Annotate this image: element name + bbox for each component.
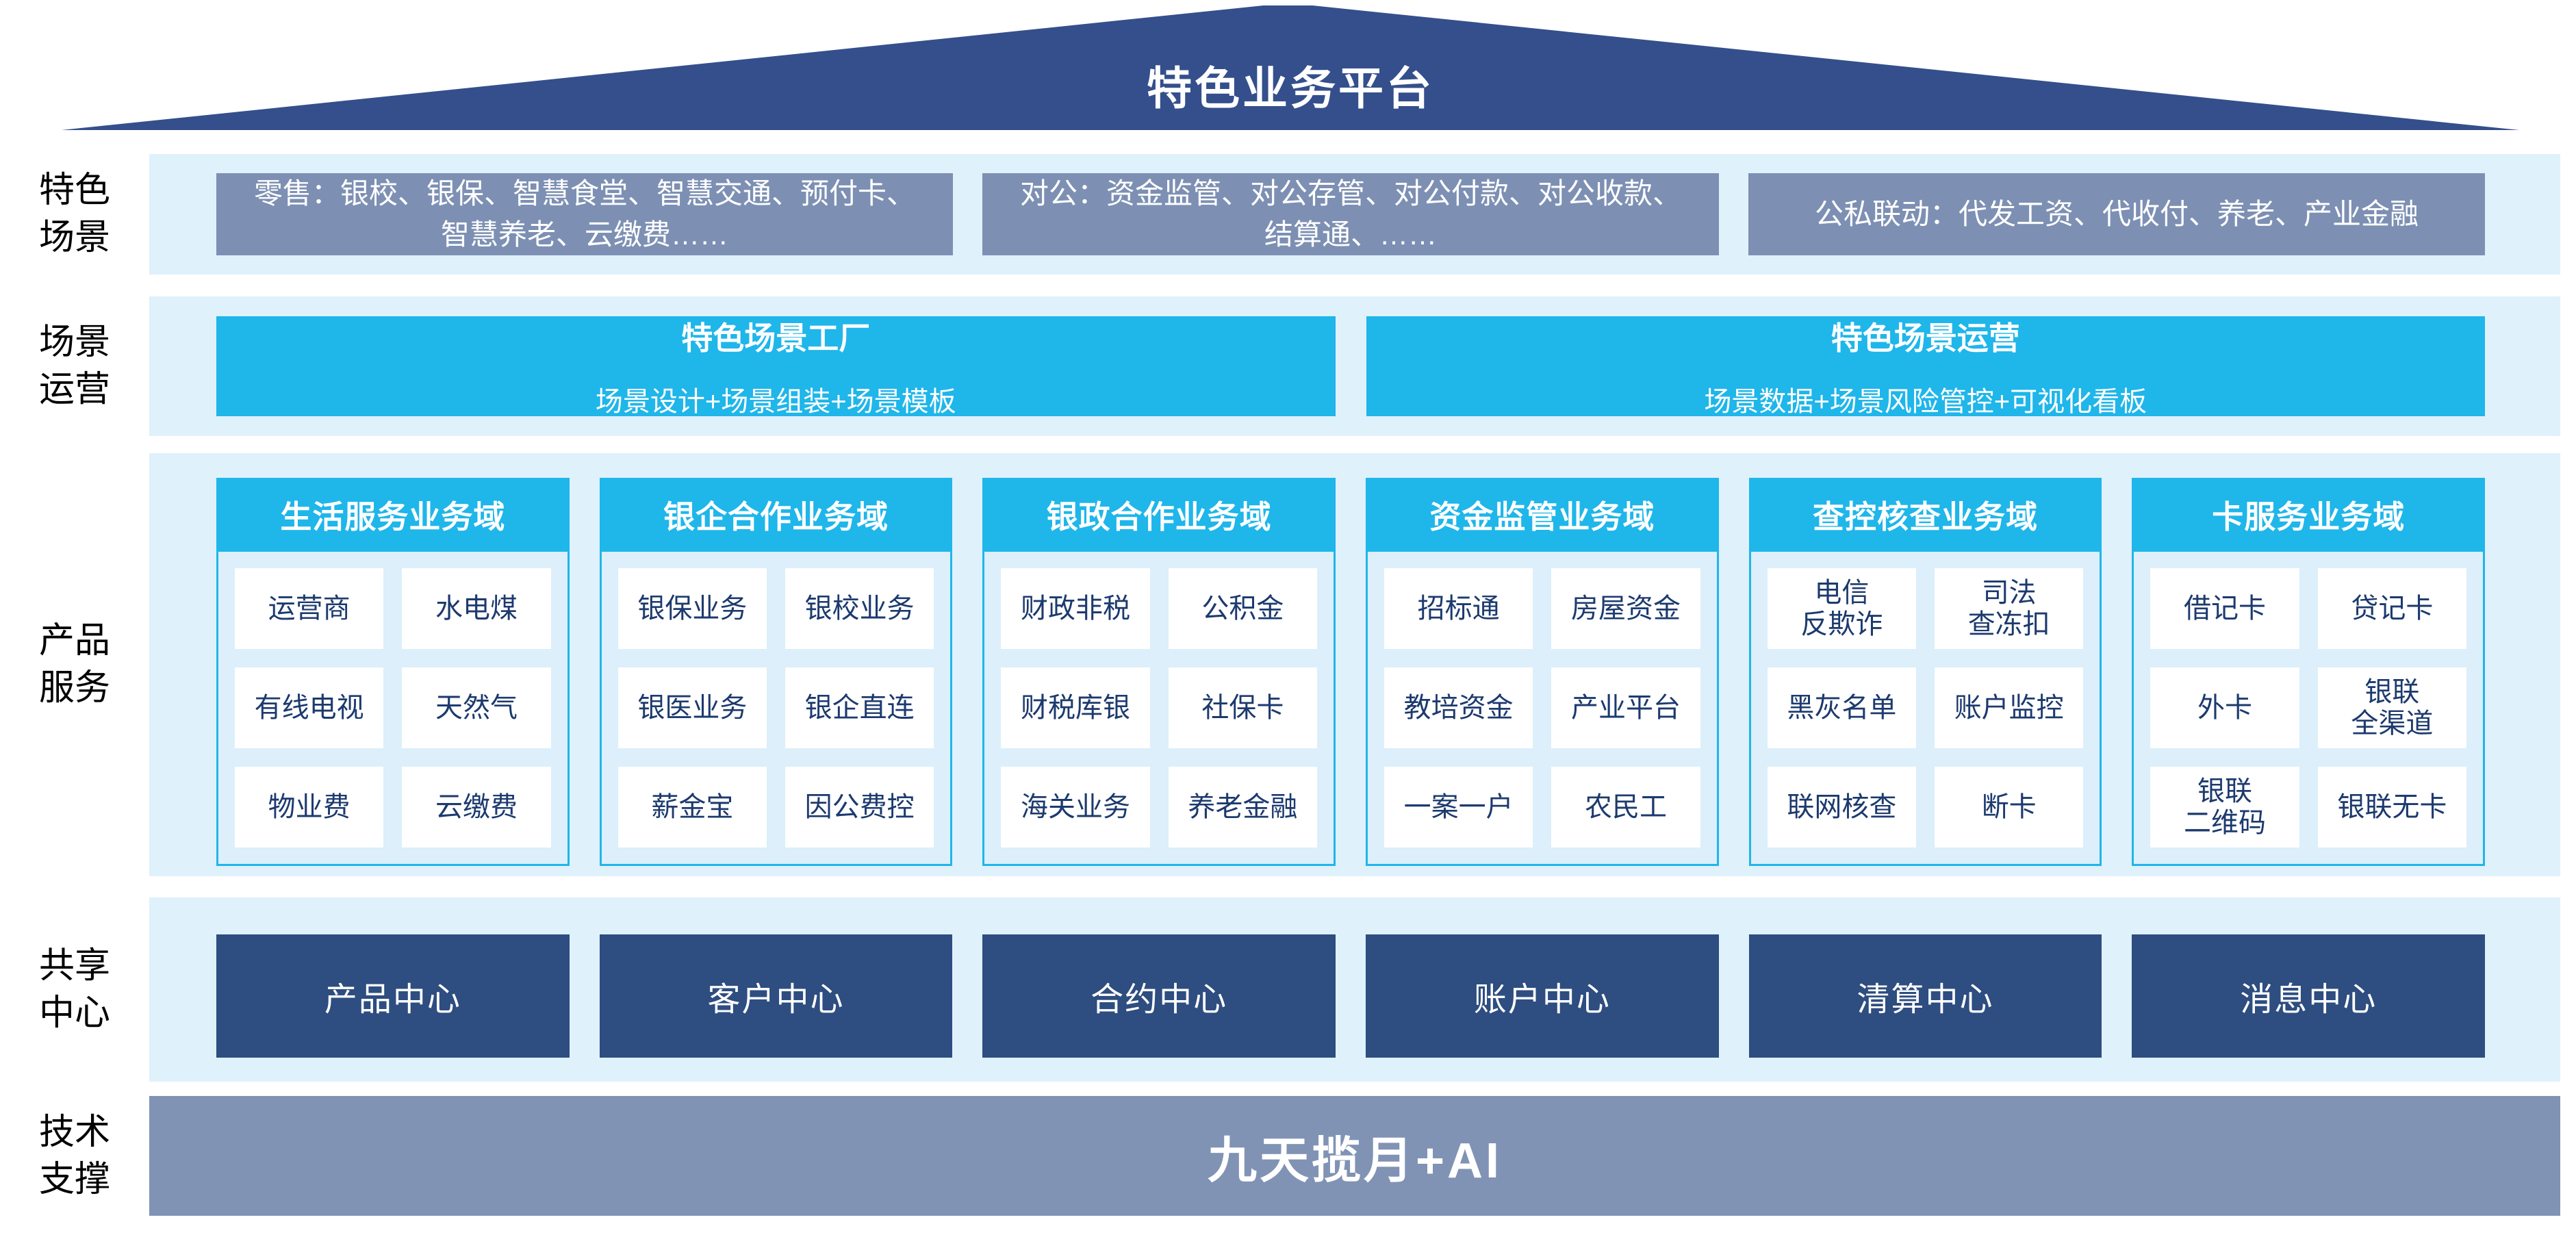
- row-label-col: 技术 支撑: [0, 1096, 149, 1216]
- product-cell: 有线电视: [235, 667, 384, 748]
- product-column-body: 运营商 水电煤 有线电视 天然气 物业费 云缴费: [216, 552, 570, 866]
- center-box-contract: 合约中心: [982, 934, 1336, 1058]
- product-column-bank-government: 银政合作业务域 财政非税 公积金 财税库银 社保卡 海关业务 养老金融: [982, 478, 1336, 866]
- platform-title: 特色业务平台: [1147, 63, 1434, 114]
- product-cell: 银校业务: [785, 568, 934, 649]
- scene-operation-box: 特色场景运营 场景数据+场景风险管控+可视化看板: [1366, 316, 2485, 417]
- product-cell: 一案一户: [1384, 767, 1533, 847]
- row-featured-scenes: 特色 场景 零售：银校、银保、智慧食堂、智慧交通、预付卡、智慧养老、云缴费…… …: [0, 154, 2576, 275]
- scene-box-corporate: 对公：资金监管、对公存管、对公付款、对公收款、结算通、……: [982, 173, 1719, 255]
- product-cell: 物业费: [235, 767, 384, 847]
- row-product-services: 产品 服务 生活服务业务域 运营商 水电煤 有线电视 天然气 物业费 云缴费 银…: [0, 453, 2576, 876]
- product-cell: 招标通: [1384, 568, 1533, 649]
- product-column-header: 银企合作业务域: [599, 478, 953, 552]
- product-cell: 房屋资金: [1551, 568, 1700, 649]
- product-cell: 水电煤: [402, 568, 551, 649]
- product-column-body: 招标通 房屋资金 教培资金 产业平台 一案一户 农民工: [1366, 552, 1719, 866]
- product-cell: 黑灰名单: [1767, 667, 1917, 748]
- product-column-body: 财政非税 公积金 财税库银 社保卡 海关业务 养老金融: [982, 552, 1336, 866]
- scene-box-retail: 零售：银校、银保、智慧食堂、智慧交通、预付卡、智慧养老、云缴费……: [216, 173, 953, 255]
- row-label-scene-operation: 场景 运营: [38, 322, 110, 409]
- product-column-header: 资金监管业务域: [1366, 478, 1719, 552]
- product-cell: 借记卡: [2150, 568, 2299, 649]
- scene-factory-box: 特色场景工厂 场景设计+场景组装+场景模板: [216, 316, 1336, 417]
- product-cell: 账户监控: [1935, 667, 2084, 748]
- row-label-col: 场景 运营: [0, 296, 149, 436]
- product-cell: 联网核查: [1767, 767, 1917, 847]
- product-cell: 电信 反欺诈: [1767, 568, 1917, 649]
- row-shared-centers: 共享 中心 产品中心 客户中心 合约中心 账户中心 清算中心 消息中心: [0, 897, 2576, 1082]
- tech-support-banner: 九天揽月+AI: [149, 1096, 2560, 1216]
- product-cell: 农民工: [1551, 767, 1700, 847]
- product-cell: 贷记卡: [2317, 568, 2467, 649]
- product-cell: 断卡: [1935, 767, 2084, 847]
- product-column-header: 查控核查业务域: [1748, 478, 2102, 552]
- scene-factory-title: 特色场景工厂: [681, 320, 871, 356]
- center-box-clearing: 清算中心: [1748, 934, 2102, 1058]
- product-cell: 教培资金: [1384, 667, 1533, 748]
- product-column-card-services: 卡服务业务域 借记卡 贷记卡 外卡 银联 全渠道 银联 二维码 银联无卡: [2132, 478, 2486, 866]
- product-cell: 银联无卡: [2317, 767, 2467, 847]
- product-cell: 财税库银: [1001, 667, 1150, 748]
- product-column-fund-supervision: 资金监管业务域 招标通 房屋资金 教培资金 产业平台 一案一户 农民工: [1366, 478, 1719, 866]
- product-cell: 海关业务: [1001, 767, 1150, 847]
- product-cell: 银企直连: [785, 667, 934, 748]
- product-cell: 银保业务: [617, 568, 767, 649]
- product-column-header: 卡服务业务域: [2132, 478, 2486, 552]
- product-column-life-services: 生活服务业务域 运营商 水电煤 有线电视 天然气 物业费 云缴费: [216, 478, 570, 866]
- center-box-customer: 客户中心: [599, 934, 953, 1058]
- product-cell: 银联 二维码: [2150, 767, 2299, 847]
- row-label-shared-centers: 共享 中心: [38, 945, 110, 1033]
- product-cell: 云缴费: [402, 767, 551, 847]
- center-box-account: 账户中心: [1366, 934, 1719, 1058]
- row-tech-support: 技术 支撑 九天揽月+AI: [0, 1096, 2576, 1216]
- row-label-tech-support: 技术 支撑: [38, 1112, 110, 1199]
- scene-operation-title: 特色场景运营: [1831, 320, 2020, 356]
- center-box-product: 产品中心: [216, 934, 570, 1058]
- product-column-body: 借记卡 贷记卡 外卡 银联 全渠道 银联 二维码 银联无卡: [2132, 552, 2486, 866]
- product-cell: 银医业务: [617, 667, 767, 748]
- row-label-col: 共享 中心: [0, 897, 149, 1082]
- product-column-header: 生活服务业务域: [216, 478, 570, 552]
- scene-factory-subtitle: 场景设计+场景组装+场景模板: [595, 387, 956, 417]
- row-label-product-services: 产品 服务: [38, 621, 110, 708]
- product-cell: 因公费控: [785, 767, 934, 847]
- product-cell: 财政非税: [1001, 568, 1150, 649]
- platform-roof: 特色业务平台: [62, 5, 2519, 130]
- product-cell: 薪金宝: [617, 767, 767, 847]
- product-cell: 天然气: [402, 667, 551, 748]
- shared-centers-band: 产品中心 客户中心 合约中心 账户中心 清算中心 消息中心: [149, 897, 2560, 1082]
- product-column-body: 银保业务 银校业务 银医业务 银企直连 薪金宝 因公费控: [599, 552, 953, 866]
- row-label-col: 产品 服务: [0, 453, 149, 876]
- product-cell: 公积金: [1168, 568, 1318, 649]
- product-column-inquiry-control: 查控核查业务域 电信 反欺诈 司法 查冻扣 黑灰名单 账户监控 联网核查 断卡: [1748, 478, 2102, 866]
- product-column-body: 电信 反欺诈 司法 查冻扣 黑灰名单 账户监控 联网核查 断卡: [1748, 552, 2102, 866]
- featured-scenes-band: 零售：银校、银保、智慧食堂、智慧交通、预付卡、智慧养老、云缴费…… 对公：资金监…: [149, 154, 2560, 275]
- product-column-bank-enterprise: 银企合作业务域 银保业务 银校业务 银医业务 银企直连 薪金宝 因公费控: [599, 478, 953, 866]
- row-label-featured-scenes: 特色 场景: [38, 170, 110, 257]
- product-cell: 司法 查冻扣: [1935, 568, 2084, 649]
- product-cell: 外卡: [2150, 667, 2299, 748]
- row-scene-operation: 场景 运营 特色场景工厂 场景设计+场景组装+场景模板 特色场景运营 场景数据+…: [0, 296, 2576, 436]
- product-cell: 银联 全渠道: [2317, 667, 2467, 748]
- scene-operation-band: 特色场景工厂 场景设计+场景组装+场景模板 特色场景运营 场景数据+场景风险管控…: [149, 296, 2560, 436]
- product-cell: 养老金融: [1168, 767, 1318, 847]
- product-services-band: 生活服务业务域 运营商 水电煤 有线电视 天然气 物业费 云缴费 银企合作业务域…: [149, 453, 2560, 876]
- product-cell: 运营商: [235, 568, 384, 649]
- scene-box-public-private: 公私联动：代发工资、代收付、养老、产业金融: [1748, 173, 2485, 255]
- product-column-header: 银政合作业务域: [982, 478, 1336, 552]
- product-cell: 产业平台: [1551, 667, 1700, 748]
- product-cell: 社保卡: [1168, 667, 1318, 748]
- row-label-col: 特色 场景: [0, 154, 149, 275]
- scene-operation-subtitle: 场景数据+场景风险管控+可视化看板: [1704, 387, 2147, 417]
- center-box-message: 消息中心: [2132, 934, 2486, 1058]
